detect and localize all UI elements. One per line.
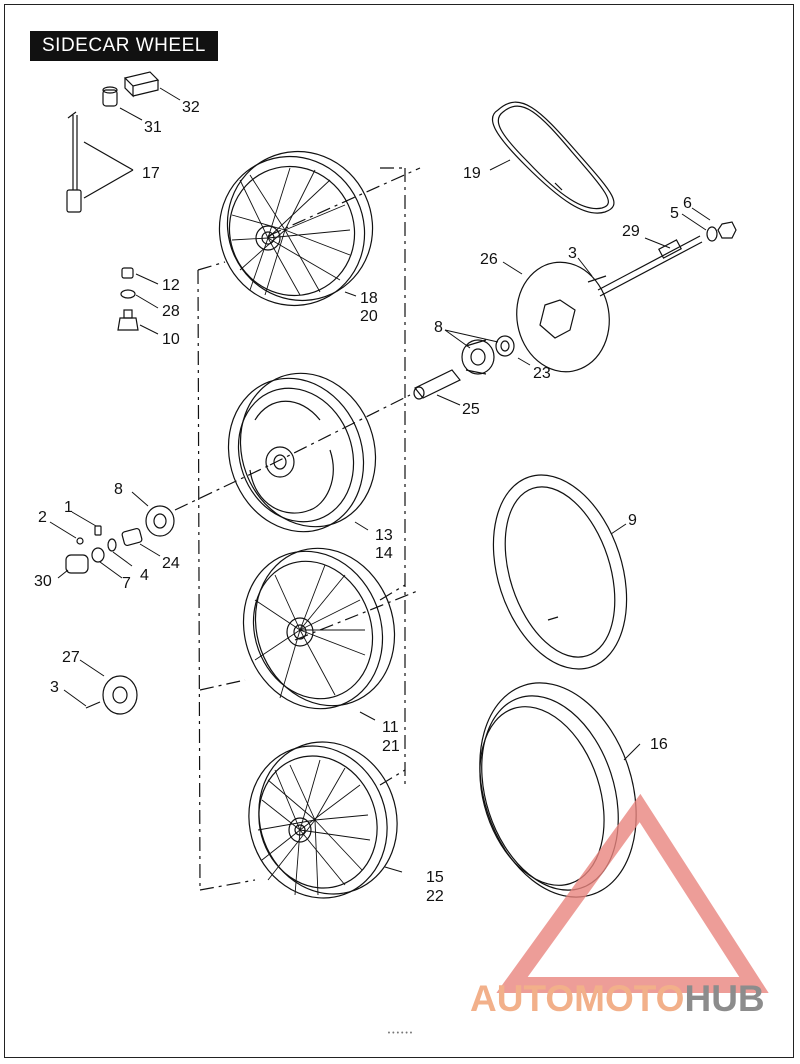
watermark-logo [496, 793, 769, 993]
part-19-belt [491, 101, 615, 214]
part-30-cap [65, 554, 89, 574]
part-23-spacer [495, 335, 515, 357]
part-3-screw-bottom [85, 701, 101, 709]
label-12: 12 [162, 277, 180, 294]
part-10-valve [117, 309, 139, 331]
label-31: 31 [144, 119, 162, 136]
label-24: 24 [162, 555, 180, 572]
part-9-tube [492, 474, 628, 670]
label-21: 21 [382, 738, 400, 755]
label-28: 28 [162, 303, 180, 320]
label-9: 9 [628, 512, 637, 529]
footer-fine-print: • • • • • • [387, 1030, 413, 1037]
label-16: 16 [650, 736, 668, 753]
label-13: 13 [375, 527, 393, 544]
part-5-washer [706, 226, 718, 242]
diagram-frame [4, 4, 794, 1058]
part-6-nut [717, 221, 737, 239]
label-8-left: 8 [114, 481, 123, 498]
label-23: 23 [533, 365, 551, 382]
label-3-bottom: 3 [50, 679, 59, 696]
part-25-sleeve [413, 369, 461, 400]
label-11: 11 [382, 719, 399, 736]
part-27-plate [102, 675, 138, 715]
part-8-bearing-top [461, 339, 495, 375]
part-28-washer [120, 289, 136, 299]
part-1-pin [94, 525, 102, 536]
label-18: 18 [360, 290, 378, 307]
part-4-washer [107, 538, 117, 552]
label-22: 22 [426, 888, 444, 905]
part-2-ball [76, 537, 84, 545]
part-17-spoke [66, 111, 134, 213]
label-2: 2 [38, 509, 47, 526]
wheel-11-21-cast [242, 547, 396, 710]
wheel-13-14-cast [227, 372, 377, 533]
label-17: 17 [142, 165, 160, 182]
label-6: 6 [683, 195, 692, 212]
part-3-screw-top [587, 275, 607, 283]
label-7: 7 [122, 575, 131, 592]
label-32: 32 [182, 99, 200, 116]
label-26: 26 [480, 251, 498, 268]
callout-leaders [49, 87, 711, 873]
label-19: 19 [463, 165, 481, 182]
label-20: 20 [360, 308, 378, 325]
label-8-top: 8 [434, 319, 443, 336]
assembly-centerlines [174, 167, 421, 891]
watermark-triangle-icon [496, 793, 769, 993]
label-30: 30 [34, 573, 52, 590]
label-14: 14 [375, 545, 393, 562]
wheel-18-20-spoked [218, 150, 374, 307]
part-26-disc [516, 261, 610, 373]
label-4: 4 [140, 567, 149, 584]
part-24-spacer [121, 527, 143, 547]
part-7-nut [91, 547, 105, 563]
label-3-top: 3 [568, 245, 577, 262]
label-15: 15 [426, 869, 444, 886]
part-8-bearing-left [145, 505, 175, 537]
part-32-block [123, 71, 160, 98]
diagram-title: SIDECAR WHEEL [30, 31, 218, 61]
callout-labels: 32 31 17 12 28 10 18 20 19 6 5 29 26 3 8… [34, 99, 692, 905]
label-29: 29 [622, 223, 640, 240]
label-25: 25 [462, 401, 480, 418]
label-1: 1 [64, 499, 73, 516]
label-10: 10 [162, 331, 180, 348]
part-16-tire [479, 682, 637, 898]
part-31-nipple [102, 86, 118, 107]
watermark-text: AUTOMOTOHUB [470, 978, 765, 1019]
part-12-cap [121, 267, 134, 279]
label-27: 27 [62, 649, 80, 666]
part-29-axle [597, 235, 703, 297]
label-5: 5 [670, 205, 679, 222]
wheel-15-22-spoked [248, 741, 398, 899]
